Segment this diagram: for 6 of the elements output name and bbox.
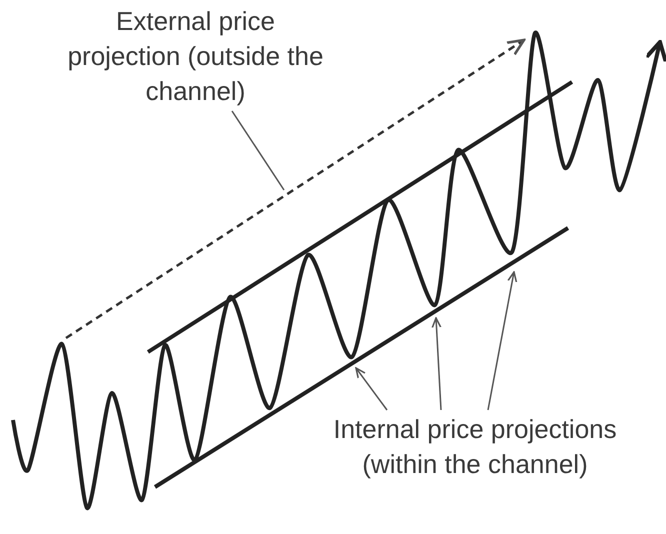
leader-line (432, 317, 442, 410)
callout-text: External price projection (outside the channel) (58, 4, 333, 109)
leader-line (231, 110, 285, 190)
leader-line (355, 367, 388, 410)
callout-text: Internal price projections (within the channel) (330, 412, 620, 482)
leader-line (487, 271, 518, 410)
